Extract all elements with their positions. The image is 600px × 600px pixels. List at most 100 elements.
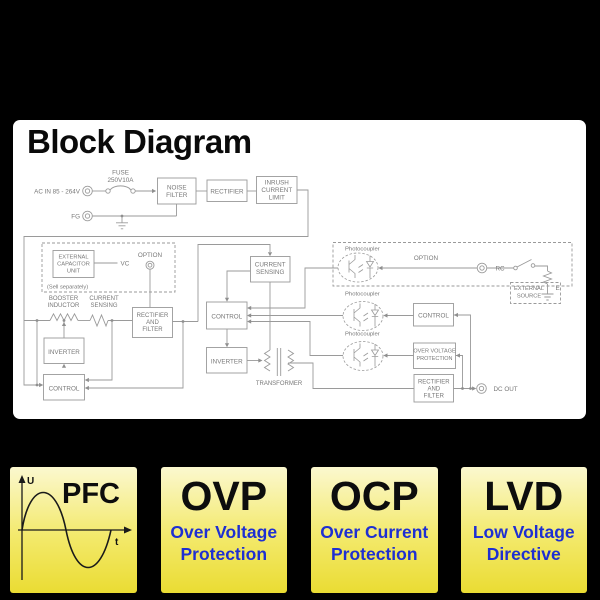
label-booster-1: BOOSTER xyxy=(49,296,79,302)
badge-acronym-ovp: OVP xyxy=(180,473,268,519)
label-ext-cap-2: CAPACITOR xyxy=(57,262,90,268)
label-ac-in: AC IN 85 - 264V xyxy=(34,188,81,195)
box-control-left xyxy=(43,374,85,401)
vc-option-terminal-icon xyxy=(145,260,155,270)
photocoupler-1-icon xyxy=(337,252,379,283)
label-ext-cap-3: UNIT xyxy=(67,269,81,275)
label-vc: VC xyxy=(121,260,130,267)
badge-subtitle-lvd: Low Voltage Directive xyxy=(461,521,588,566)
label-rect-filter-right-3: FILTER xyxy=(424,394,445,400)
label-inrush-1: INRUSH xyxy=(265,180,290,187)
label-current-sensing-2: SENSING xyxy=(256,269,284,276)
ground-icon xyxy=(116,222,128,230)
badge-subtitle-ocp: Over Current Protection xyxy=(311,521,438,566)
junction-dots xyxy=(35,214,472,390)
box-control-right xyxy=(413,303,454,327)
label-current-sensing-pfc-1: CURRENT xyxy=(89,296,119,302)
badge-subtitle-lvd-line2: Directive xyxy=(486,544,561,565)
label-option-left: OPTION xyxy=(138,252,163,259)
badge-pfc: U t PFC xyxy=(10,467,137,593)
ac-in-terminal-icon xyxy=(82,185,93,197)
label-rc: RC xyxy=(496,266,506,273)
label-control-left: CONTROL xyxy=(49,386,80,393)
label-rectifier: RECTIFIER xyxy=(210,188,244,195)
box-inverter-left xyxy=(43,337,85,364)
label-noise-filter-2: FILTER xyxy=(166,192,188,199)
box-external-capacitor-unit xyxy=(52,250,95,278)
badge-subtitle-ovp-line1: Over Voltage xyxy=(170,522,278,543)
label-dc-out: DC OUT xyxy=(494,386,518,393)
label-fg: FG xyxy=(71,213,80,220)
label-photocoupler-1: Photocoupler xyxy=(345,247,380,253)
external-capacitor-option-box xyxy=(41,242,176,293)
dc-out-terminal-icon xyxy=(476,383,487,394)
badge-subtitle-ocp-line2: Protection xyxy=(330,544,418,565)
switch-icon xyxy=(513,263,536,271)
label-inrush-3: LIMIT xyxy=(269,194,285,201)
label-ext-cap-1: EXTERNAL xyxy=(58,255,88,261)
badge-subtitle-ovp: Over Voltage Protection xyxy=(161,521,288,566)
label-ovp-1: OVER VOLTAGE xyxy=(413,348,456,354)
diagram-panel: Block Diagram xyxy=(13,120,586,419)
box-rectifier-filter-left xyxy=(132,307,173,338)
label-external-source-2: SOURCE xyxy=(517,294,542,300)
rc-terminal-icon xyxy=(476,262,488,274)
label-sell-separately: (Sell separately) xyxy=(47,285,88,291)
badge-row: U t PFC OVP Over Voltage Protection OCP … xyxy=(0,467,600,593)
page-title: Block Diagram xyxy=(27,123,252,160)
box-rectifier-filter-right xyxy=(413,374,454,403)
label-rect-filter-left-3: FILTER xyxy=(142,327,163,333)
label-current-sensing-1: CURRENT xyxy=(255,261,286,268)
badge-subtitle-ovp-line2: Protection xyxy=(180,544,268,565)
badge-acronym-lvd: LVD xyxy=(484,473,564,519)
label-inrush-2: CURRENT xyxy=(261,187,292,194)
box-inverter-mid xyxy=(206,347,248,374)
fg-terminal-icon xyxy=(82,210,93,222)
transformer-icon xyxy=(263,348,295,376)
label-rect-filter-left-1: RECTIFIER xyxy=(137,313,169,319)
box-inrush-current-limit xyxy=(256,176,298,204)
fuse-icon xyxy=(105,185,136,194)
badge-ovp: OVP Over Voltage Protection xyxy=(160,467,288,593)
label-option-right: OPTION xyxy=(414,255,439,262)
block-diagram-schematic: AC IN 85 - 264V FUSE 250V10A FG NOISE FI… xyxy=(23,170,573,403)
pfc-axis-u-label: U xyxy=(27,476,35,487)
label-photocoupler-3: Photocoupler xyxy=(345,331,380,337)
badge-acronym-pfc: PFC xyxy=(62,478,120,510)
badge-ocp: OCP Over Current Protection xyxy=(311,467,438,593)
label-control-mid: CONTROL xyxy=(211,313,242,320)
label-photocoupler-2: Photocoupler xyxy=(345,291,380,297)
label-ovp-2: PROTECTION xyxy=(416,356,452,362)
external-source-box xyxy=(510,282,561,304)
badge-subtitle-lvd-line1: Low Voltage xyxy=(472,522,575,543)
box-current-sensing xyxy=(250,256,291,283)
box-over-voltage-protection xyxy=(413,342,456,369)
label-inverter-mid: INVERTER xyxy=(211,358,243,365)
resistor-icon xyxy=(89,313,109,328)
label-rect-filter-left-2: AND xyxy=(146,320,159,326)
label-control-right: CONTROL xyxy=(418,313,449,320)
pfc-sine-graphic xyxy=(18,475,133,580)
photocoupler-3-icon xyxy=(342,341,384,371)
box-control-mid xyxy=(206,301,248,330)
label-rect-filter-right-2: AND xyxy=(427,387,440,393)
external-source-resistor-icon xyxy=(541,270,554,301)
label-booster-2: INDUCTOR xyxy=(48,303,80,309)
pfc-axis-t-label: t xyxy=(115,537,119,548)
arrowheads xyxy=(39,188,477,391)
badge-lvd: LVD Low Voltage Directive xyxy=(460,467,588,593)
box-noise-filter xyxy=(157,177,197,205)
wires xyxy=(23,189,548,389)
photocoupler-2-icon xyxy=(342,301,384,331)
label-external-source-1: EXTERNAL xyxy=(514,286,544,292)
badge-acronym-ocp: OCP xyxy=(329,473,419,519)
label-rect-filter-right-1: RECTIFIER xyxy=(418,380,450,386)
label-noise-filter-1: NOISE xyxy=(167,185,187,192)
label-inverter-left: INVERTER xyxy=(48,349,80,356)
remote-option-box xyxy=(332,242,573,287)
label-e: E xyxy=(556,285,560,292)
box-rectifier xyxy=(206,179,248,202)
label-current-sensing-pfc-2: SENSING xyxy=(90,303,117,309)
label-fuse-1: FUSE xyxy=(112,170,129,177)
